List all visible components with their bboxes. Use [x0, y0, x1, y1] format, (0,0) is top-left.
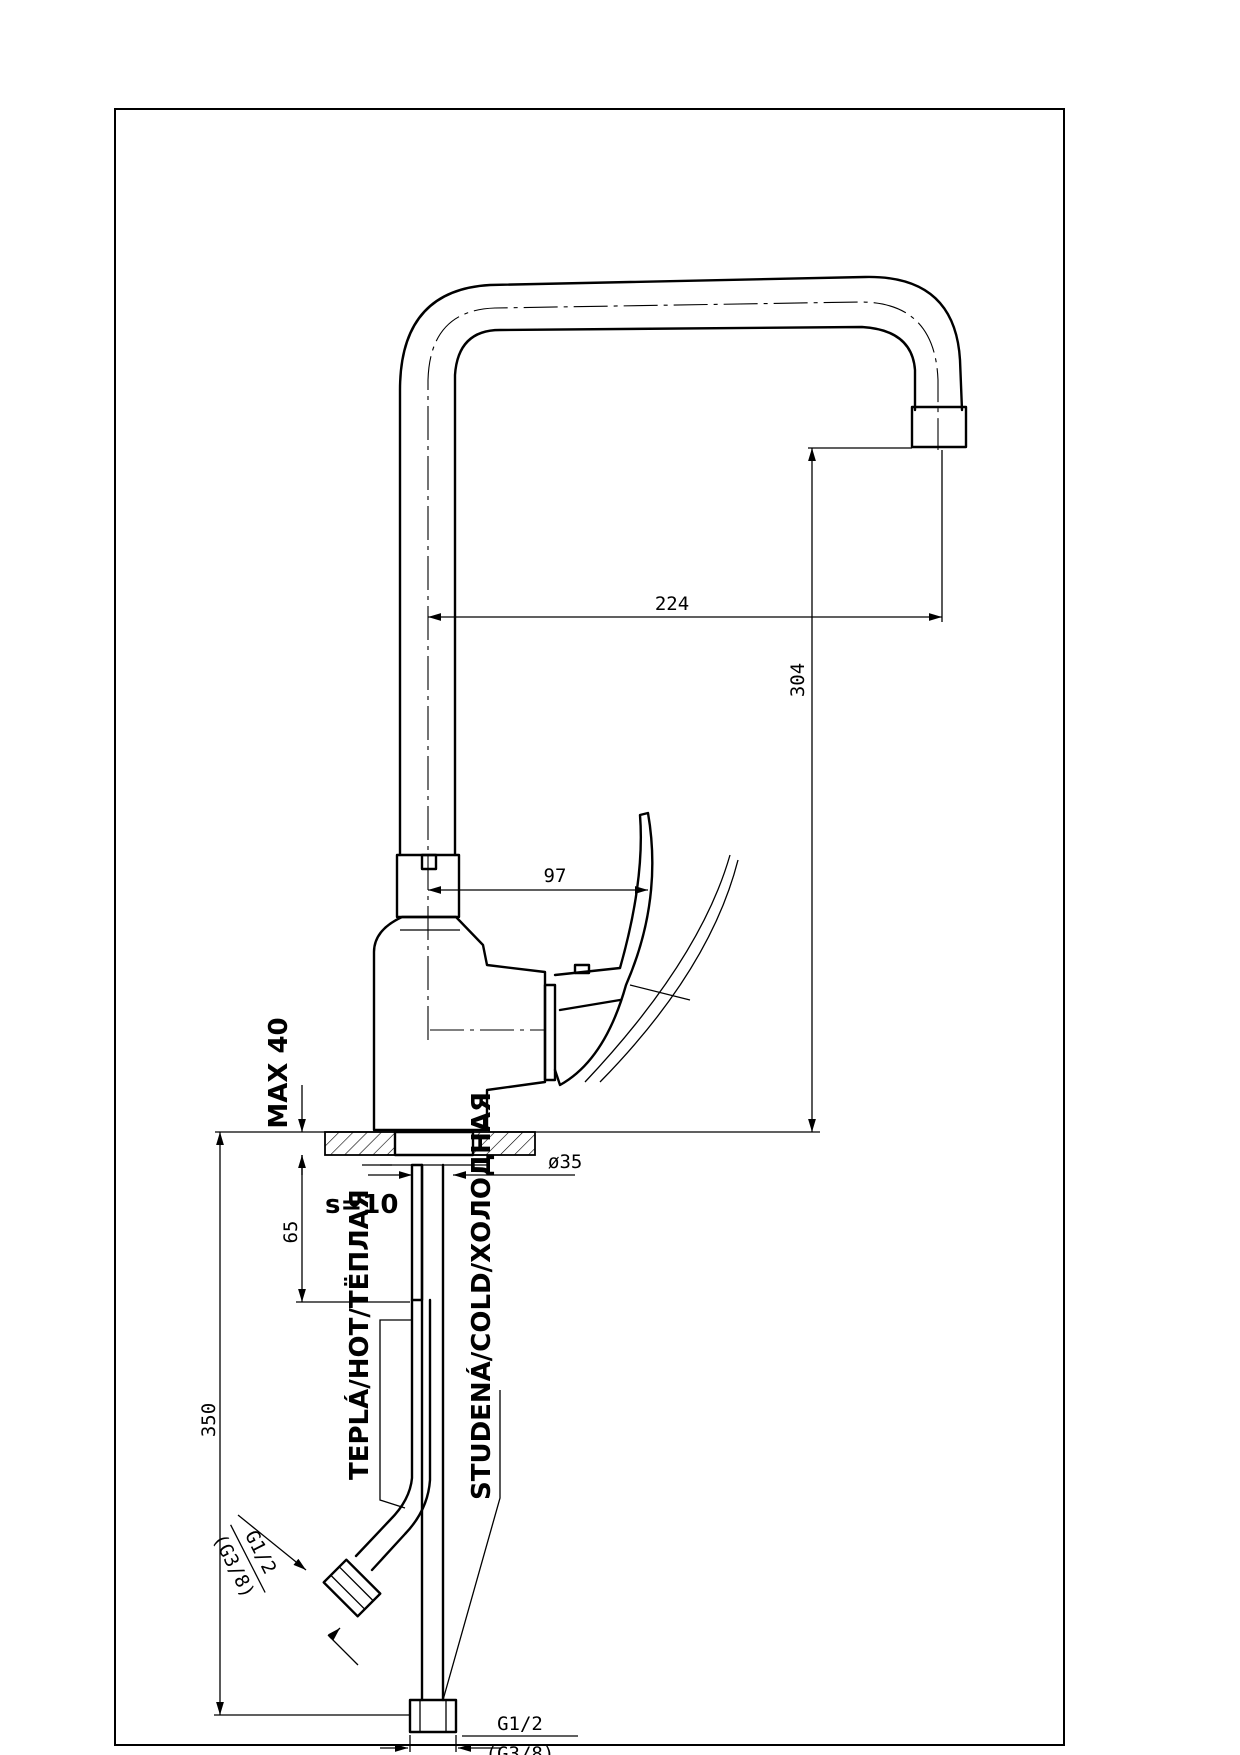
label-cold: STUDENÁ/COLD/ХОЛОДНАЯ — [465, 1092, 497, 1500]
dim-spout-reach: 224 — [655, 593, 689, 615]
hot-nut — [322, 1558, 382, 1618]
dim-deck-max: MAX 40 — [264, 1017, 294, 1128]
dim-hole-diameter: ø35 — [548, 1151, 582, 1173]
spout-centerline — [427, 301, 939, 1040]
mixer-body — [372, 915, 547, 1132]
cold-nut — [408, 1698, 458, 1734]
dim-spout-height: 304 — [787, 663, 809, 697]
fixing-stud — [410, 1163, 424, 1302]
deck-left — [324, 1131, 396, 1156]
dim-hose-length: 350 — [198, 1403, 220, 1437]
cold-hose — [420, 1163, 445, 1702]
dim-deck-thickness: s=10 — [325, 1190, 398, 1220]
aerator — [910, 405, 968, 449]
lever-alt-position — [584, 854, 739, 1083]
spout-inner — [453, 325, 917, 857]
hot-hose — [354, 1298, 432, 1572]
dim-inset: 65 — [280, 1221, 302, 1244]
cartridge-cap — [543, 983, 557, 1082]
dim-lever-length: 97 — [544, 865, 567, 887]
spout-outer — [398, 275, 964, 857]
fixing-nut — [393, 1130, 475, 1157]
label-hot: TEPLÁ/HOT/TЁПЛАЯ — [343, 1189, 375, 1480]
collar-notch — [420, 853, 438, 871]
thread-cold: G1/2 — [497, 1713, 543, 1735]
thread-cold-alt: (G3/8) — [486, 1743, 555, 1755]
lever-handle — [553, 811, 654, 1087]
drawing-frame — [114, 108, 1065, 1746]
